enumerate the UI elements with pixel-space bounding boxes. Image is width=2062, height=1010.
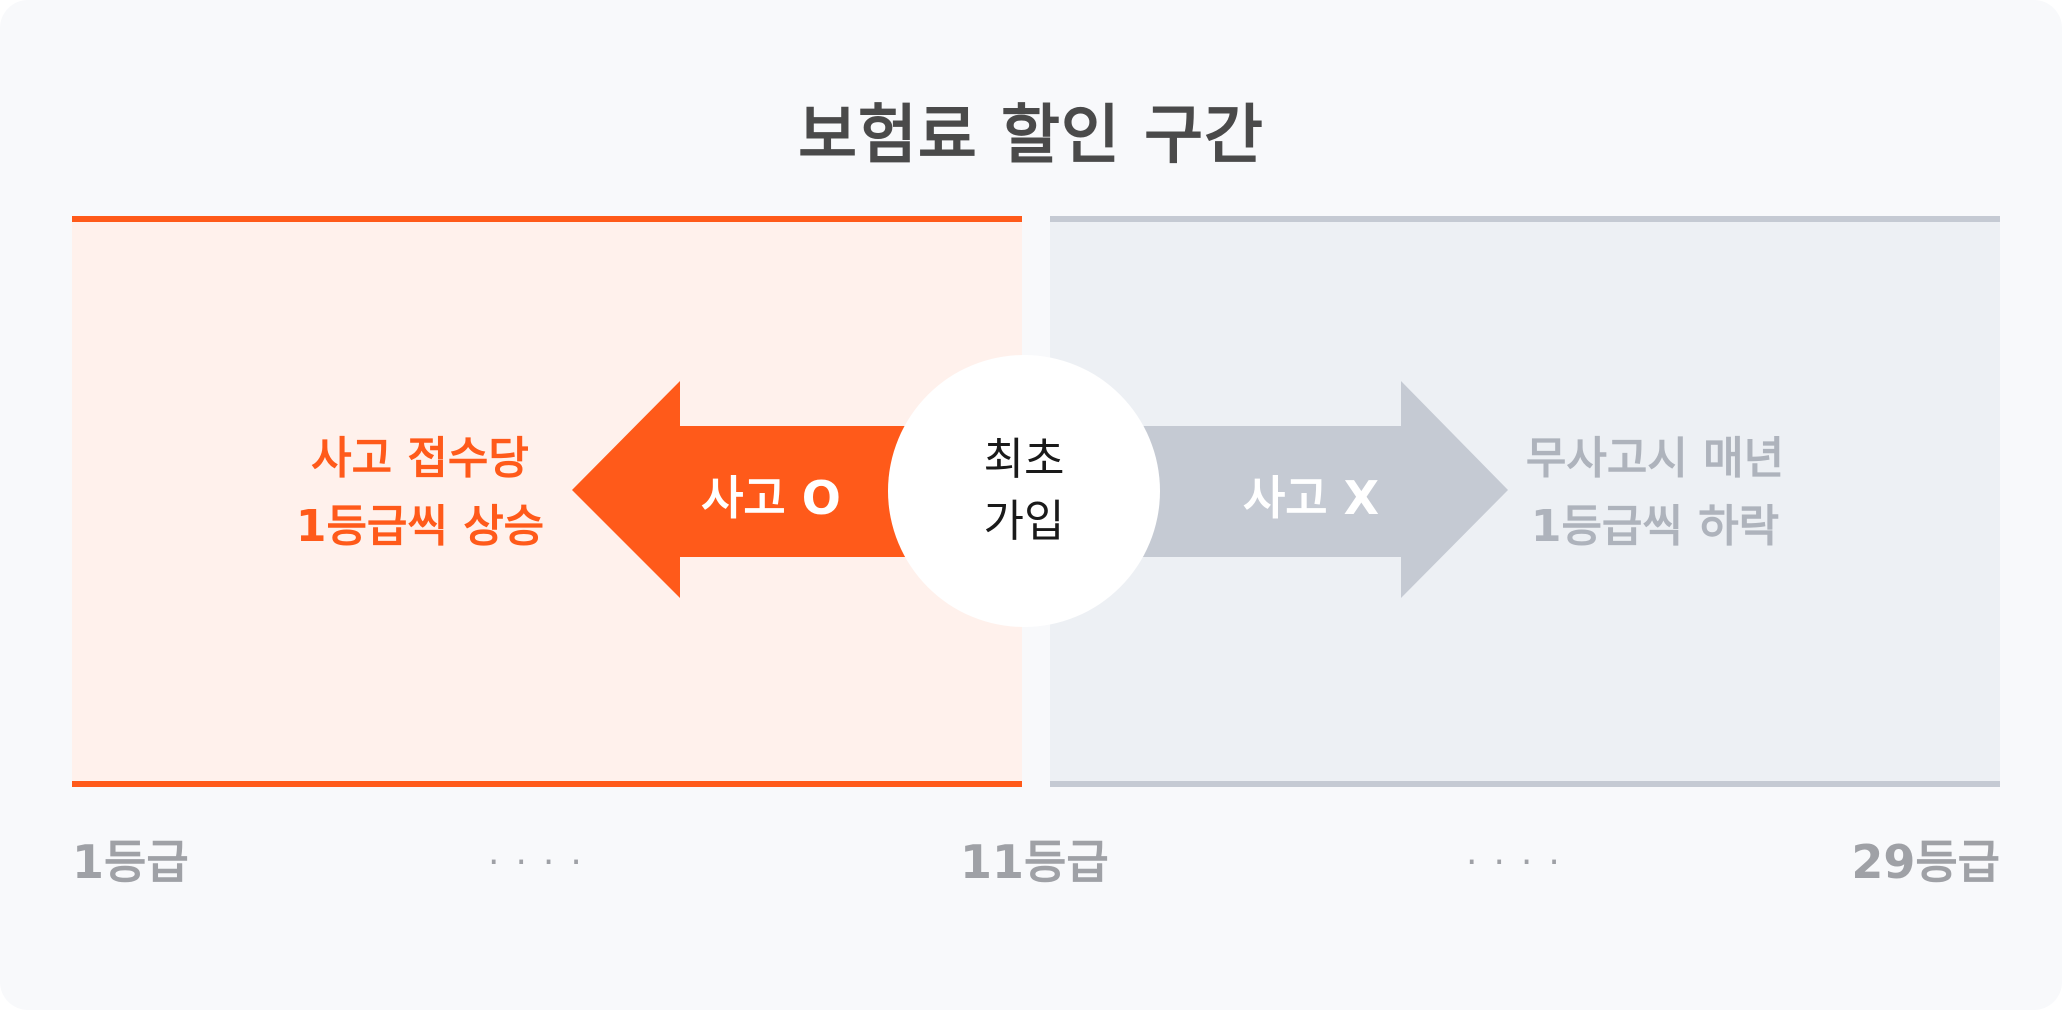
no-accident-description-line1: 무사고시 매년 <box>1525 433 1785 484</box>
no-accident-arrow-label: 사고 X <box>1242 471 1380 525</box>
accident-description-line2: 1등급씩 상승 <box>295 501 545 552</box>
initial-signup-line2: 가입 <box>983 496 1065 547</box>
scale-middle-label: 11등급 <box>960 835 1109 889</box>
no-accident-description-line2: 1등급씩 하락 <box>1530 501 1780 552</box>
scale-start-label: 1등급 <box>72 835 189 889</box>
accident-arrow-label: 사고 O <box>701 471 841 525</box>
initial-signup-circle: 최초 가입 <box>888 355 1160 627</box>
scale-ellipsis-right: ···· <box>1466 842 1576 883</box>
diagram-title: 보험료 할인 구간 <box>798 99 1264 173</box>
right-arrow-icon <box>1140 381 1508 598</box>
no-accident-description: 무사고시 매년 1등급씩 하락 <box>1490 425 1820 561</box>
scale-ellipsis-left: ···· <box>488 842 598 883</box>
accident-description: 사고 접수당 1등급씩 상승 <box>260 425 580 561</box>
left-arrow-icon <box>572 381 910 598</box>
initial-signup-line1: 최초 <box>983 434 1065 485</box>
scale-end-label: 29등급 <box>1851 835 2000 889</box>
accident-description-line1: 사고 접수당 <box>311 433 529 484</box>
